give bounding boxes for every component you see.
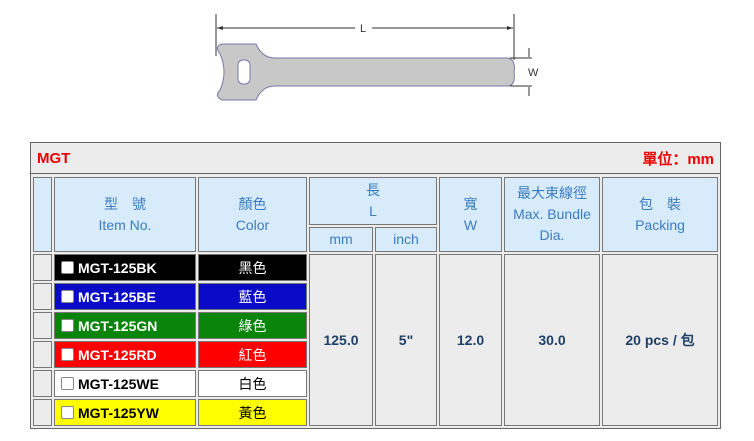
row-checkbox[interactable]: [61, 347, 74, 361]
table-title-bar: MGT 單位：mm: [31, 143, 720, 174]
item-cell: MGT-125YW: [54, 399, 196, 426]
item-number: MGT-125GN: [78, 317, 158, 334]
item-cell: MGT-125BE: [54, 283, 196, 310]
row-checkbox[interactable]: [61, 289, 74, 303]
width-value: 12.0: [439, 254, 502, 426]
row-blank: [33, 312, 52, 339]
item-number: MGT-125BK: [78, 259, 157, 276]
header-color-zh: 顏色: [238, 195, 267, 212]
header-bundle-en: Max. Bundle Dia.: [513, 206, 591, 243]
item-number: MGT-125BE: [78, 288, 156, 305]
length-mm-value: 125.0: [309, 254, 373, 426]
header-length-en: L: [369, 203, 377, 219]
color-cell: 黑色: [198, 254, 307, 281]
color-cell: 白色: [198, 370, 307, 397]
color-cell: 紅色: [198, 341, 307, 368]
table-row: MGT-125WE 白色: [33, 370, 718, 397]
item-cell: MGT-125GN: [54, 312, 196, 339]
header-mm: mm: [309, 227, 373, 252]
header-width-en: W: [463, 216, 478, 233]
packing-value: 20 pcs / 包: [602, 254, 718, 426]
header-blank: [33, 177, 52, 252]
header-item: 型 號 Item No.: [54, 177, 196, 252]
width-label: W: [528, 67, 539, 79]
item-number: MGT-125YW: [78, 404, 159, 421]
row-checkbox[interactable]: [61, 376, 74, 390]
item-cell: MGT-125RD: [54, 341, 196, 368]
row-blank: [33, 283, 52, 310]
unit-label: 單位：mm: [642, 150, 714, 168]
item-cell: MGT-125WE: [54, 370, 196, 397]
header-item-zh: 型 號: [104, 195, 146, 212]
length-inch-value: 5": [375, 254, 437, 426]
series-name: MGT: [37, 149, 71, 167]
header-color-en: Color: [235, 216, 270, 233]
header-packing-en: Packing: [635, 216, 685, 233]
row-blank: [33, 370, 52, 397]
header-bundle: 最大束線徑 Max. Bundle Dia.: [504, 177, 600, 252]
color-cell: 藍色: [198, 283, 307, 310]
row-blank: [33, 341, 52, 368]
header-color: 顏色 Color: [198, 177, 307, 252]
header-item-en: Item No.: [98, 216, 152, 233]
row-blank: [33, 399, 52, 426]
item-number: MGT-125WE: [78, 375, 159, 392]
bundle-value: 30.0: [504, 254, 600, 426]
length-label: L: [360, 23, 366, 35]
row-checkbox[interactable]: [61, 405, 74, 419]
row-checkbox[interactable]: [61, 260, 74, 274]
color-cell: 黃色: [198, 399, 307, 426]
header-packing: 包 裝 Packing: [602, 177, 718, 252]
table-row: MGT-125BE 藍色: [33, 283, 718, 310]
table-row: MGT-125RD 紅色: [33, 341, 718, 368]
table-row: MGT-125GN 綠色: [33, 312, 718, 339]
row-checkbox[interactable]: [61, 318, 74, 332]
color-cell: 綠色: [198, 312, 307, 339]
cable-tie-diagram: L W: [215, 14, 539, 101]
header-length-zh: 長: [366, 182, 380, 198]
item-cell: MGT-125BK: [54, 254, 196, 281]
header-width-zh: 寬: [463, 195, 478, 212]
header-packing-zh: 包 裝: [639, 195, 681, 212]
header-bundle-zh: 最大束線徑: [517, 185, 587, 201]
item-number: MGT-125RD: [78, 346, 157, 363]
table-row: MGT-125YW 黃色: [33, 399, 718, 426]
header-inch: inch: [375, 227, 437, 252]
row-blank: [33, 254, 52, 281]
